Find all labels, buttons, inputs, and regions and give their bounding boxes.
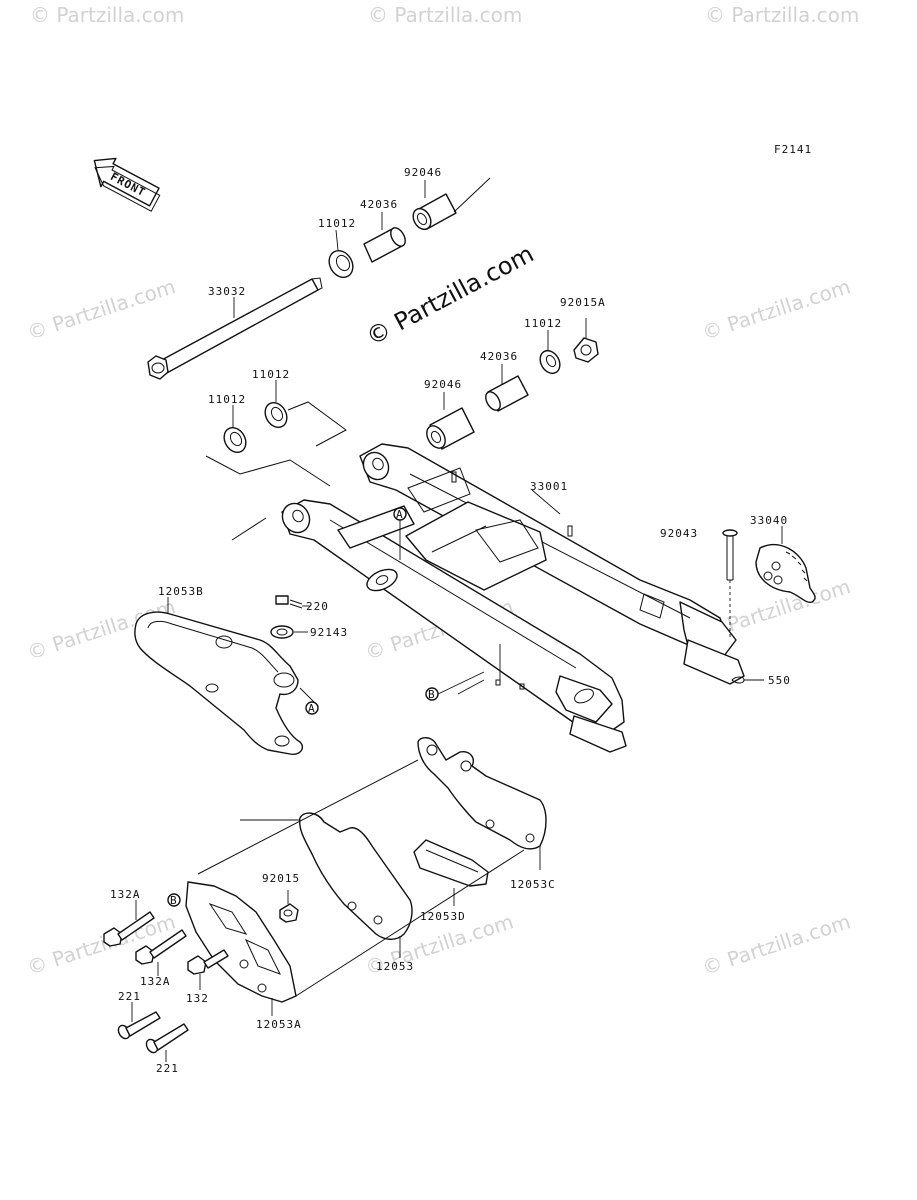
bolt-132a-upper bbox=[103, 900, 155, 947]
callout-b-guard: B bbox=[167, 893, 181, 907]
watermark: © Partzilla.com bbox=[24, 274, 178, 345]
label-12053b: 12053B bbox=[158, 585, 204, 598]
label-220: 220 bbox=[306, 600, 329, 613]
label-11012-top: 11012 bbox=[318, 217, 356, 230]
label-33032: 33032 bbox=[208, 285, 246, 298]
bolt-132a-lower bbox=[135, 929, 187, 976]
bolt-132 bbox=[187, 949, 229, 990]
label-42036-top: 42036 bbox=[360, 198, 398, 211]
label-550: 550 bbox=[768, 674, 791, 687]
watermark: © Partzilla.com bbox=[699, 274, 853, 345]
callout-b-text: B bbox=[170, 894, 178, 907]
bolt-221-lower bbox=[145, 1023, 189, 1062]
label-132a-upper: 132A bbox=[110, 888, 141, 901]
watermark: © Partzilla.com bbox=[30, 3, 184, 27]
label-12053a: 12053A bbox=[256, 1018, 302, 1031]
label-92015: 92015 bbox=[262, 872, 300, 885]
label-92015a: 92015A bbox=[560, 296, 606, 309]
chain-guard-12053 bbox=[298, 812, 413, 958]
chain-guard-12053d bbox=[413, 839, 489, 906]
watermark: © Partzilla.com bbox=[699, 909, 853, 980]
watermark: © Partzilla.com bbox=[24, 909, 178, 980]
pivot-shaft bbox=[147, 277, 323, 380]
bolt-92043 bbox=[722, 529, 738, 640]
chain-guard-12053a bbox=[185, 881, 297, 1016]
bolt-220 bbox=[275, 595, 310, 609]
label-92046-right: 92046 bbox=[424, 378, 462, 391]
chain-guard-12053c bbox=[417, 737, 547, 870]
lower-pivot-stack bbox=[426, 318, 599, 450]
upper-pivot-stack bbox=[328, 177, 491, 279]
watermark-main: © Partzilla.com bbox=[362, 240, 539, 352]
label-33001: 33001 bbox=[530, 480, 568, 493]
label-12053: 12053 bbox=[376, 960, 414, 973]
chain-guide-12053b bbox=[134, 597, 319, 756]
label-12053c: 12053C bbox=[510, 878, 556, 891]
figure-code: F2141 bbox=[774, 143, 812, 156]
front-arrow-icon: FRONT bbox=[93, 157, 161, 212]
part-labels: 92046 42036 11012 33032 92015A 11012 420… bbox=[110, 166, 791, 1075]
cotter-pin bbox=[731, 676, 764, 684]
swing-arm bbox=[231, 443, 745, 753]
callout-a-swingarm: A bbox=[393, 507, 407, 560]
chain-adjuster bbox=[755, 526, 816, 604]
callout-b-text: B bbox=[428, 688, 436, 701]
label-92046-top: 92046 bbox=[404, 166, 442, 179]
callout-a-text: A bbox=[308, 702, 316, 715]
label-33040: 33040 bbox=[750, 514, 788, 527]
label-221-lower: 221 bbox=[156, 1062, 179, 1075]
label-11012-left-upper: 11012 bbox=[252, 368, 290, 381]
label-92143: 92143 bbox=[310, 626, 348, 639]
callout-a-guide: A bbox=[305, 701, 319, 715]
nut-92015 bbox=[279, 890, 299, 923]
callout-b-swingarm: B bbox=[425, 671, 485, 701]
watermark: © Partzilla.com bbox=[705, 3, 859, 27]
label-132: 132 bbox=[186, 992, 209, 1005]
watermark: © Partzilla.com bbox=[368, 3, 522, 27]
label-42036-right: 42036 bbox=[480, 350, 518, 363]
left-bushings bbox=[205, 380, 347, 487]
assembly-lines bbox=[197, 759, 525, 997]
label-132a-lower: 132A bbox=[140, 975, 171, 988]
label-11012-left-lower: 11012 bbox=[208, 393, 246, 406]
washer-92143 bbox=[270, 625, 308, 639]
label-12053d: 12053D bbox=[420, 910, 466, 923]
bolt-221-upper bbox=[117, 1002, 161, 1040]
label-221-upper: 221 bbox=[118, 990, 141, 1003]
label-92043: 92043 bbox=[660, 527, 698, 540]
callout-a-text: A bbox=[396, 508, 404, 521]
label-11012-right: 11012 bbox=[524, 317, 562, 330]
